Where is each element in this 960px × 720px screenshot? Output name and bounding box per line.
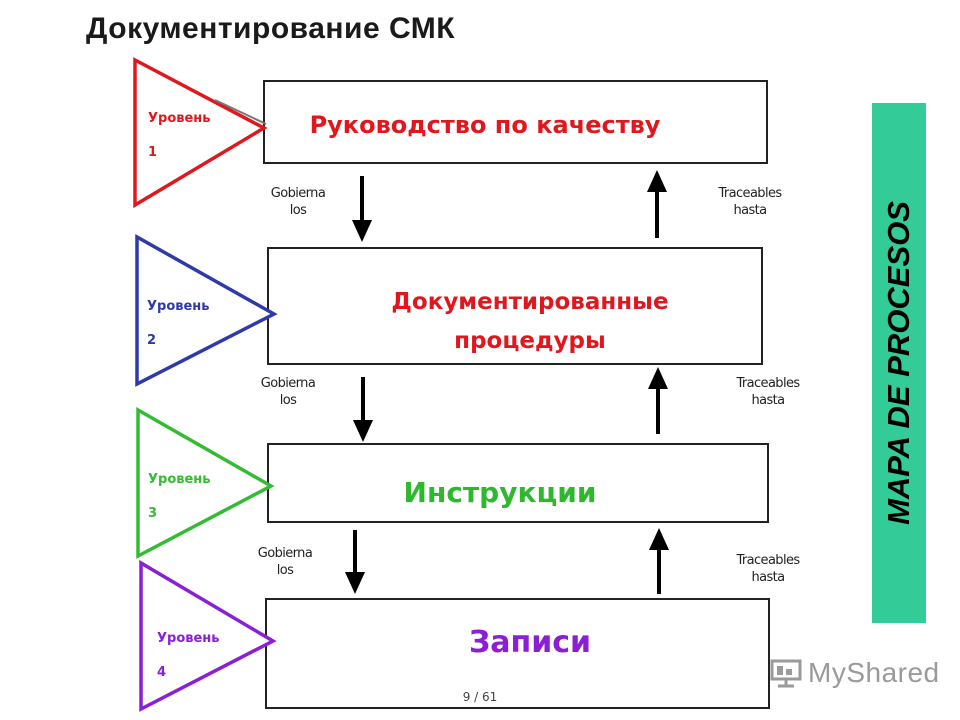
box-level-1 bbox=[263, 80, 768, 164]
down-label-3: Gobierna los bbox=[245, 545, 325, 579]
up-label-2: Traceables hasta bbox=[720, 375, 816, 409]
up-label-2-line-2: hasta bbox=[751, 393, 785, 408]
down-label-3-line-2: los bbox=[276, 563, 294, 578]
up-label-1-line-1: Traceables bbox=[718, 186, 782, 201]
level-label-2-word: Уровень bbox=[147, 299, 210, 314]
up-label-3-line-1: Traceables bbox=[736, 553, 800, 568]
level-label-1-word: Уровень bbox=[148, 111, 211, 126]
up-arrow-1 bbox=[647, 170, 667, 238]
down-label-1-line-1: Gobierna bbox=[270, 186, 326, 201]
level-label-4-word: Уровень bbox=[157, 631, 220, 646]
level-label-3-num: 3 bbox=[148, 506, 158, 521]
up-label-3-line-2: hasta bbox=[751, 570, 785, 585]
up-arrow-2 bbox=[648, 367, 668, 434]
triangle-level-2 bbox=[135, 234, 278, 387]
level-label-1: Уровень 1 bbox=[148, 102, 211, 170]
level-label-4-num: 4 bbox=[157, 665, 167, 680]
box-level-3 bbox=[267, 443, 769, 523]
box-text-level-1: Руководство по качеству bbox=[309, 111, 661, 139]
page-number: 9 / 61 bbox=[462, 690, 498, 704]
up-arrow-3 bbox=[649, 528, 669, 594]
level-label-3: Уровень 3 bbox=[148, 463, 211, 531]
down-label-2-line-1: Gobierna bbox=[260, 376, 316, 391]
box-text-level-4: Записи bbox=[468, 625, 592, 660]
down-label-1: Gobierna los bbox=[258, 185, 338, 219]
side-bar: MAPA DE PROCESOS bbox=[872, 103, 926, 623]
box-text-level-2: Документированные процедуры bbox=[330, 283, 730, 361]
level-label-2-num: 2 bbox=[147, 333, 157, 348]
up-label-1-line-2: hasta bbox=[733, 203, 767, 218]
side-bar-label: MAPA DE PROCESOS bbox=[881, 201, 916, 525]
presentation-screen-icon bbox=[770, 659, 802, 688]
down-label-2: Gobierna los bbox=[248, 375, 328, 409]
logo: MyShared bbox=[770, 657, 940, 689]
down-label-3-line-1: Gobierna bbox=[257, 546, 313, 561]
box-text-level-3: Инструкции bbox=[403, 476, 597, 509]
page-title: Документирование СМК bbox=[86, 12, 456, 45]
box-text-level-2-line-1: Документированные bbox=[391, 289, 669, 315]
logo-text: MyShared bbox=[808, 657, 940, 688]
box-level-2 bbox=[267, 247, 763, 365]
up-label-1: Traceables hasta bbox=[702, 185, 798, 219]
down-label-2-line-2: los bbox=[279, 393, 297, 408]
down-arrow-2 bbox=[353, 377, 373, 442]
level-label-3-word: Уровень bbox=[148, 472, 211, 487]
level-label-1-num: 1 bbox=[148, 145, 158, 160]
down-arrow-3 bbox=[345, 530, 365, 594]
up-label-2-line-1: Traceables bbox=[736, 376, 800, 391]
triangle-level-4 bbox=[139, 559, 277, 712]
down-arrow-1 bbox=[352, 176, 372, 242]
triangle-level-1 bbox=[133, 57, 268, 209]
up-label-3: Traceables hasta bbox=[720, 552, 816, 586]
triangle-level-3 bbox=[136, 406, 275, 559]
down-label-1-line-2: los bbox=[289, 203, 307, 218]
box-level-4 bbox=[265, 598, 770, 709]
level-label-2: Уровень 2 bbox=[147, 290, 210, 358]
box-text-level-2-line-2: процедуры bbox=[454, 328, 606, 354]
triangle-level-1-accent bbox=[214, 99, 267, 125]
level-label-4: Уровень 4 bbox=[157, 622, 220, 690]
